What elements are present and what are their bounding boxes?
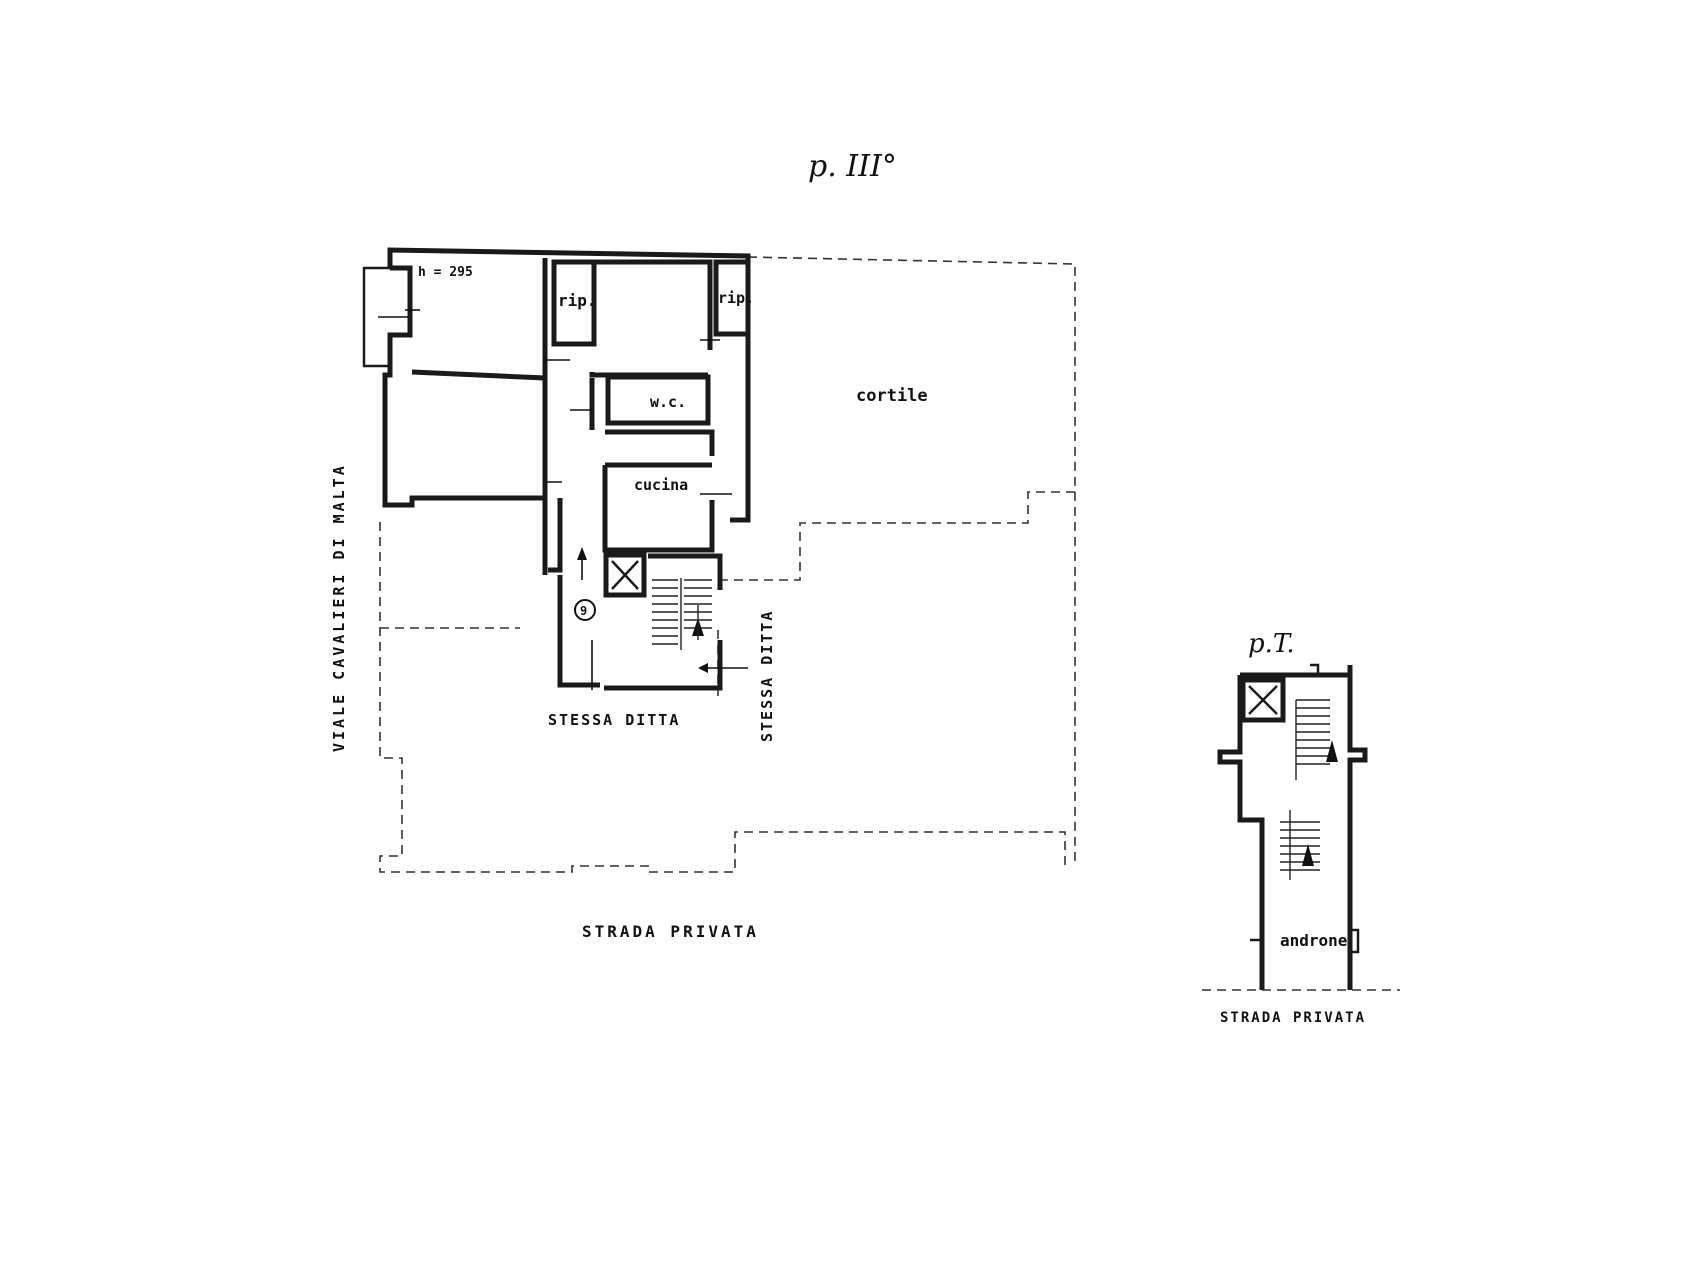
- apartment-walls: [362, 247, 751, 691]
- south-street-label: STRADA PRIVATA: [582, 922, 759, 941]
- unit-marker-label: 9: [580, 604, 587, 618]
- ground-floor-stairs: [1280, 699, 1338, 880]
- label-kitchen: cucina: [634, 476, 688, 494]
- entrance-arrows: [577, 547, 748, 690]
- stair-treads: [652, 578, 712, 650]
- label-courtyard: cortile: [856, 386, 928, 406]
- label-lobby: androne: [1280, 931, 1347, 950]
- south-street-ground-label: STRADA PRIVATA: [1220, 1010, 1366, 1026]
- upper-floor-title: p. III°: [808, 149, 897, 184]
- door-marks: [378, 309, 732, 495]
- neighbor-south-label: STESSA DITTA: [548, 711, 680, 729]
- label-storage-right: rip.: [718, 289, 754, 307]
- ground-floor-walls: [1217, 663, 1368, 990]
- ground-floor-title: p.T.: [1248, 629, 1295, 659]
- height-note: h = 295: [418, 265, 473, 280]
- west-street-label: VIALE CAVALIERI DI MALTA: [330, 463, 348, 752]
- property-boundary: [379, 256, 1076, 873]
- label-wc: w.c.: [650, 393, 686, 411]
- unit-marker-circle: [574, 599, 596, 621]
- neighbor-east-label: STESSA DITTA: [758, 610, 776, 742]
- label-storage-left: rip.: [558, 291, 597, 310]
